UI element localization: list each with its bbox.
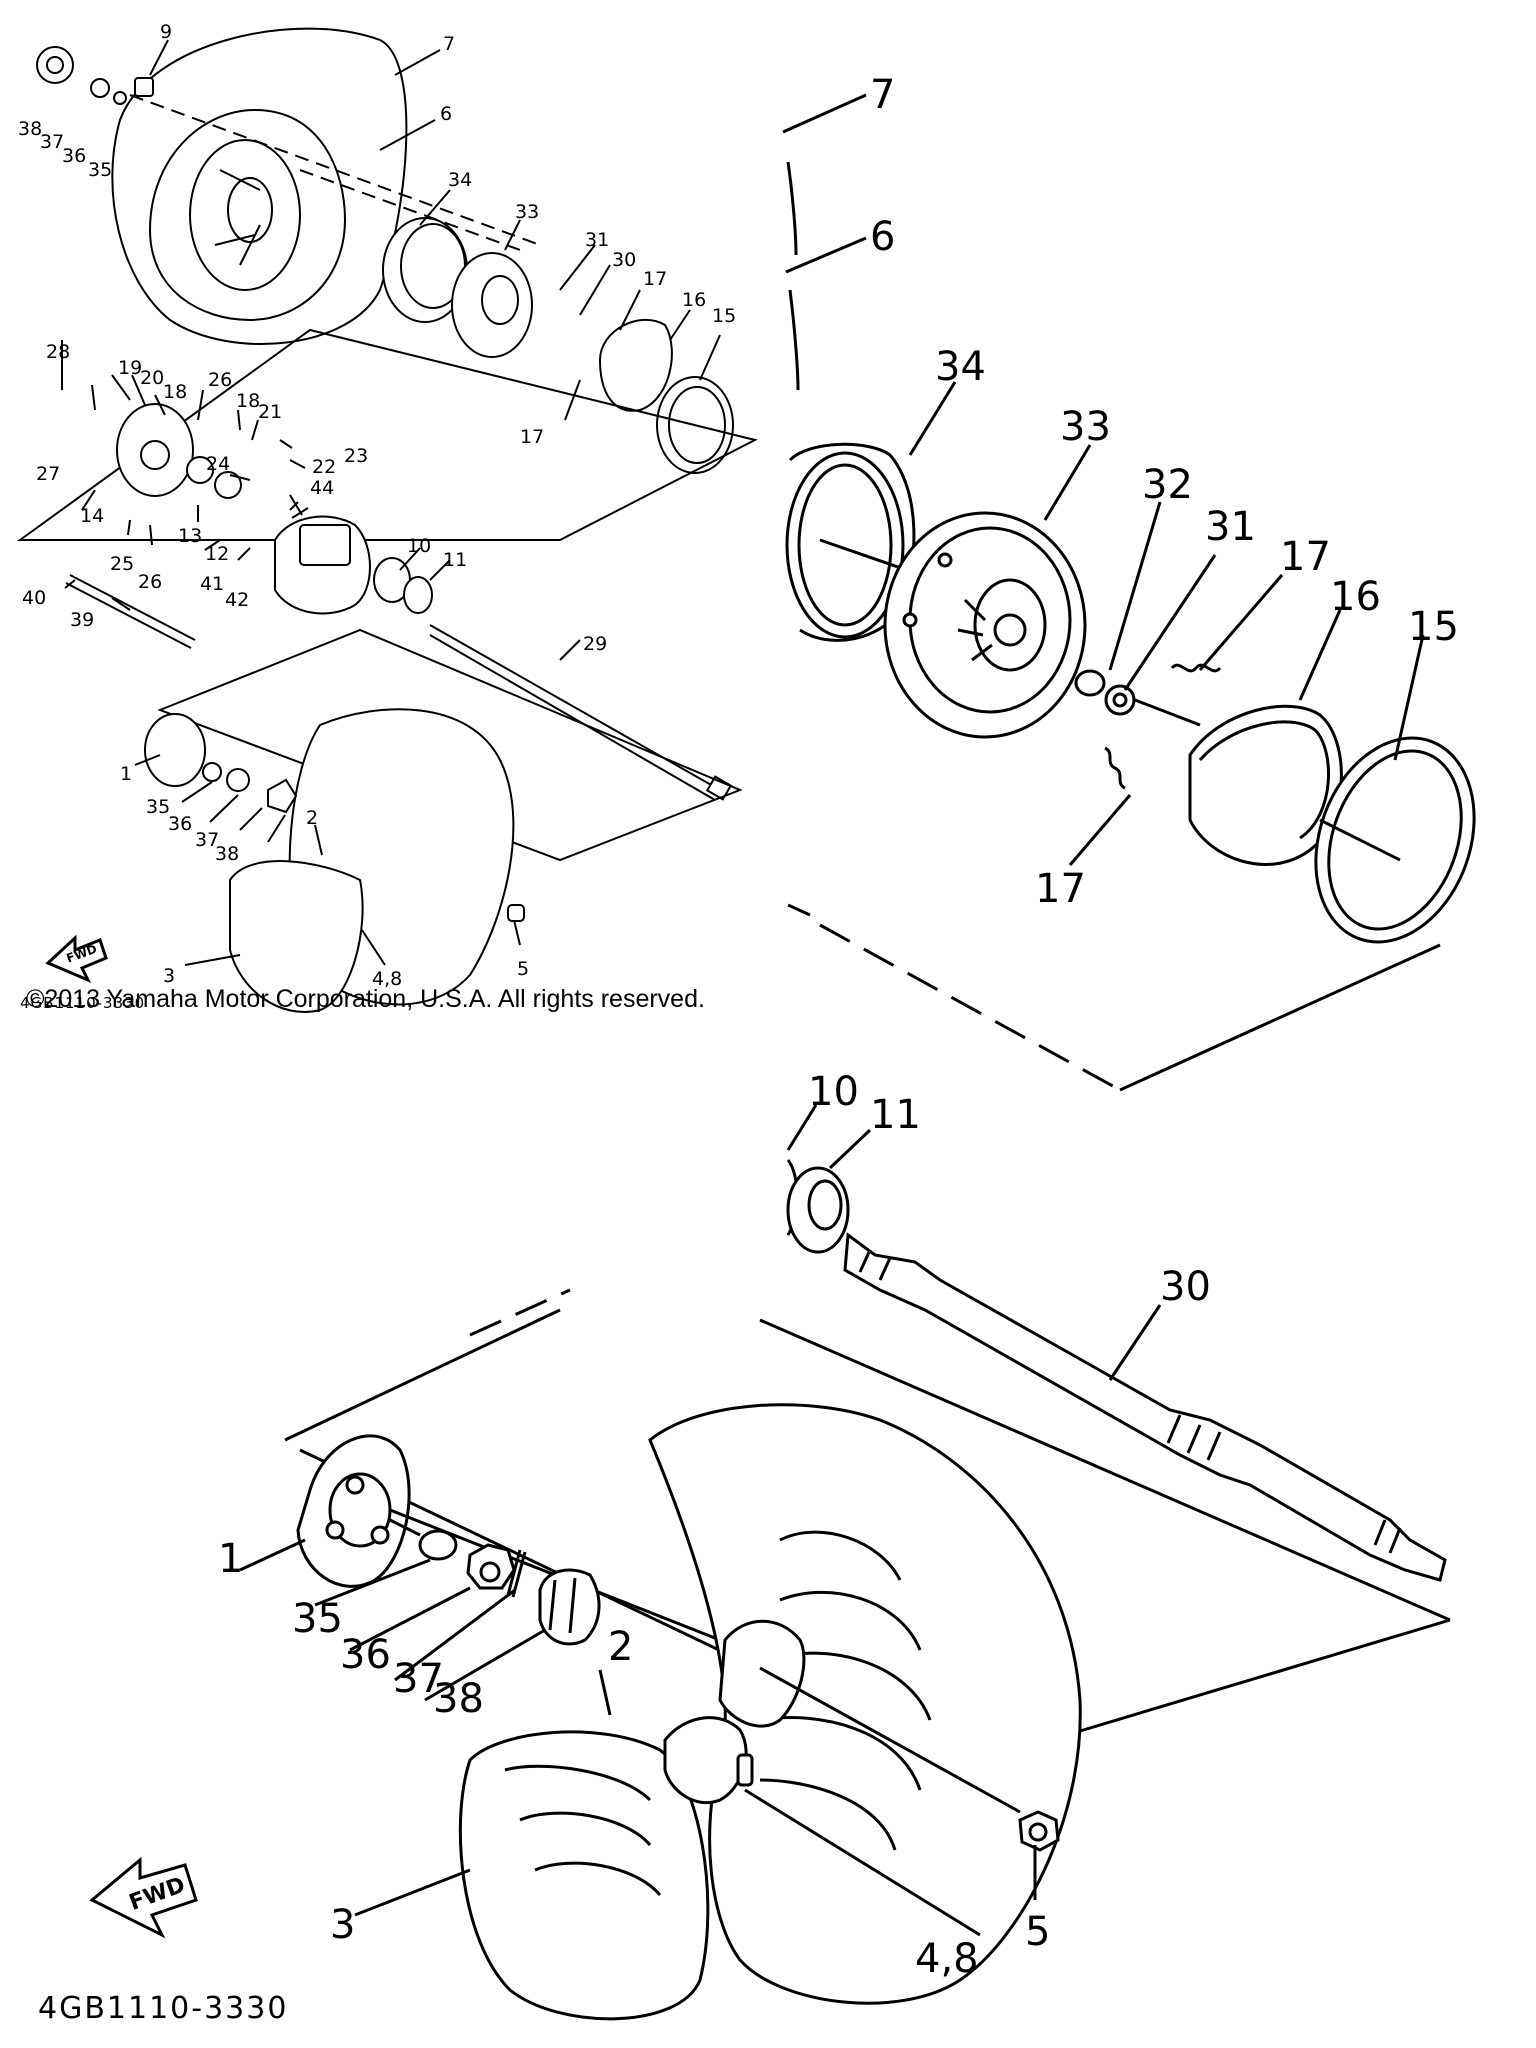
callout-small-40: 40 xyxy=(22,587,46,609)
callout-small-25: 25 xyxy=(110,553,134,575)
callout-small-13: 13 xyxy=(178,525,202,547)
callout-small-35a: 35 xyxy=(88,159,112,181)
diagram-code-large: 4GB1110-3330 xyxy=(38,1991,288,2026)
callout-small-3: 3 xyxy=(163,965,175,987)
callout-small-39: 39 xyxy=(70,609,94,631)
callout-small-31: 30 xyxy=(612,249,636,271)
fwd-arrow-small xyxy=(45,934,108,983)
callout-small-17b: 17 xyxy=(520,426,544,448)
callout-small-12: 12 xyxy=(205,543,229,565)
diagram-code-small: 4GB1110-3330 xyxy=(20,994,145,1012)
callout-small-6: 6 xyxy=(440,103,452,125)
callout-small-43: 44 xyxy=(310,477,334,499)
callout-32: 32 xyxy=(1142,462,1193,508)
callout-small-5: 5 xyxy=(517,958,529,980)
callout-17-top: 17 xyxy=(1280,534,1331,580)
callout-small-37a: 37 xyxy=(40,131,64,153)
callout-small-36b: 36 xyxy=(168,813,192,835)
callout-small-4-8: 4,8 xyxy=(372,968,402,990)
copyright-notice: ©2013 Yamaha Motor Corporation, U.S.A. A… xyxy=(26,985,705,1013)
callout-small-17a: 17 xyxy=(643,268,667,290)
callout-6: 6 xyxy=(870,214,895,260)
callout-37: 37 xyxy=(393,1656,444,1702)
callout-31: 31 xyxy=(1205,504,1256,550)
callout-small-38b: 38 xyxy=(215,843,239,865)
callout-small-29: 28 xyxy=(46,341,70,363)
callout-small-18a: 18 xyxy=(163,381,187,403)
callout-small-20: 20 xyxy=(140,367,164,389)
callout-small-18b: 18 xyxy=(236,390,260,412)
callout-33: 33 xyxy=(1060,404,1111,450)
callout-small-33: 33 xyxy=(515,201,539,223)
callout-small-38a: 38 xyxy=(18,118,42,140)
callout-small-23: 23 xyxy=(344,445,368,467)
callout-2: 2 xyxy=(608,1624,633,1670)
callout-36: 36 xyxy=(340,1632,391,1678)
callout-small-24: 24 xyxy=(206,453,230,475)
callout-small-35b: 35 xyxy=(146,796,170,818)
callout-small-41: 41 xyxy=(200,573,224,595)
callout-small-26b: 26 xyxy=(138,571,162,593)
callout-small-34: 34 xyxy=(448,169,472,191)
callout-small-16: 16 xyxy=(682,289,706,311)
callout-17-bottom: 17 xyxy=(1035,866,1086,912)
callout-small-11: 11 xyxy=(443,549,467,571)
callout-small-36a: 36 xyxy=(62,145,86,167)
callout-30: 30 xyxy=(1160,1264,1211,1310)
callout-3: 3 xyxy=(330,1902,355,1948)
callout-small-15: 15 xyxy=(712,305,736,327)
overview-diagram: 9 7 6 34 33 31 30 17 16 15 17 38 37 36 3… xyxy=(16,21,758,1013)
callout-35: 35 xyxy=(292,1596,343,1642)
fwd-arrow-large: FWD xyxy=(89,1856,198,1939)
callout-small-42: 42 xyxy=(225,589,249,611)
axle-wheel-detail: 10 11 30 xyxy=(38,1069,1451,2026)
callout-16: 16 xyxy=(1330,574,1381,620)
callout-10: 10 xyxy=(808,1069,859,1115)
callout-small-30: 29 xyxy=(583,633,607,655)
callout-11: 11 xyxy=(870,1092,921,1138)
callout-1: 1 xyxy=(218,1536,243,1582)
callout-small-28: 27 xyxy=(36,463,60,485)
callout-4-8: 4,8 xyxy=(915,1936,979,1982)
callout-small-21: 21 xyxy=(258,401,282,423)
callout-small-32: 31 xyxy=(585,229,609,251)
callout-small-2: 2 xyxy=(306,807,318,829)
callout-5: 5 xyxy=(1025,1909,1050,1955)
callout-small-7: 7 xyxy=(443,33,455,55)
callout-small-37b: 37 xyxy=(195,829,219,851)
callout-small-1: 1 xyxy=(120,763,132,785)
callout-38: 38 xyxy=(433,1676,484,1722)
callout-small-22: 22 xyxy=(312,456,336,478)
callout-small-27: 26 xyxy=(208,369,232,391)
callout-small-9: 9 xyxy=(160,21,172,43)
callout-7: 7 xyxy=(870,72,895,118)
callout-15: 15 xyxy=(1408,604,1459,650)
callout-small-10: 10 xyxy=(407,535,431,557)
callout-small-14: 14 xyxy=(80,505,104,527)
brake-detail: 7 6 34 33 32 31 17 16 15 17 xyxy=(782,72,1476,1092)
callout-34: 34 xyxy=(935,344,986,390)
callout-small-19: 19 xyxy=(118,357,142,379)
